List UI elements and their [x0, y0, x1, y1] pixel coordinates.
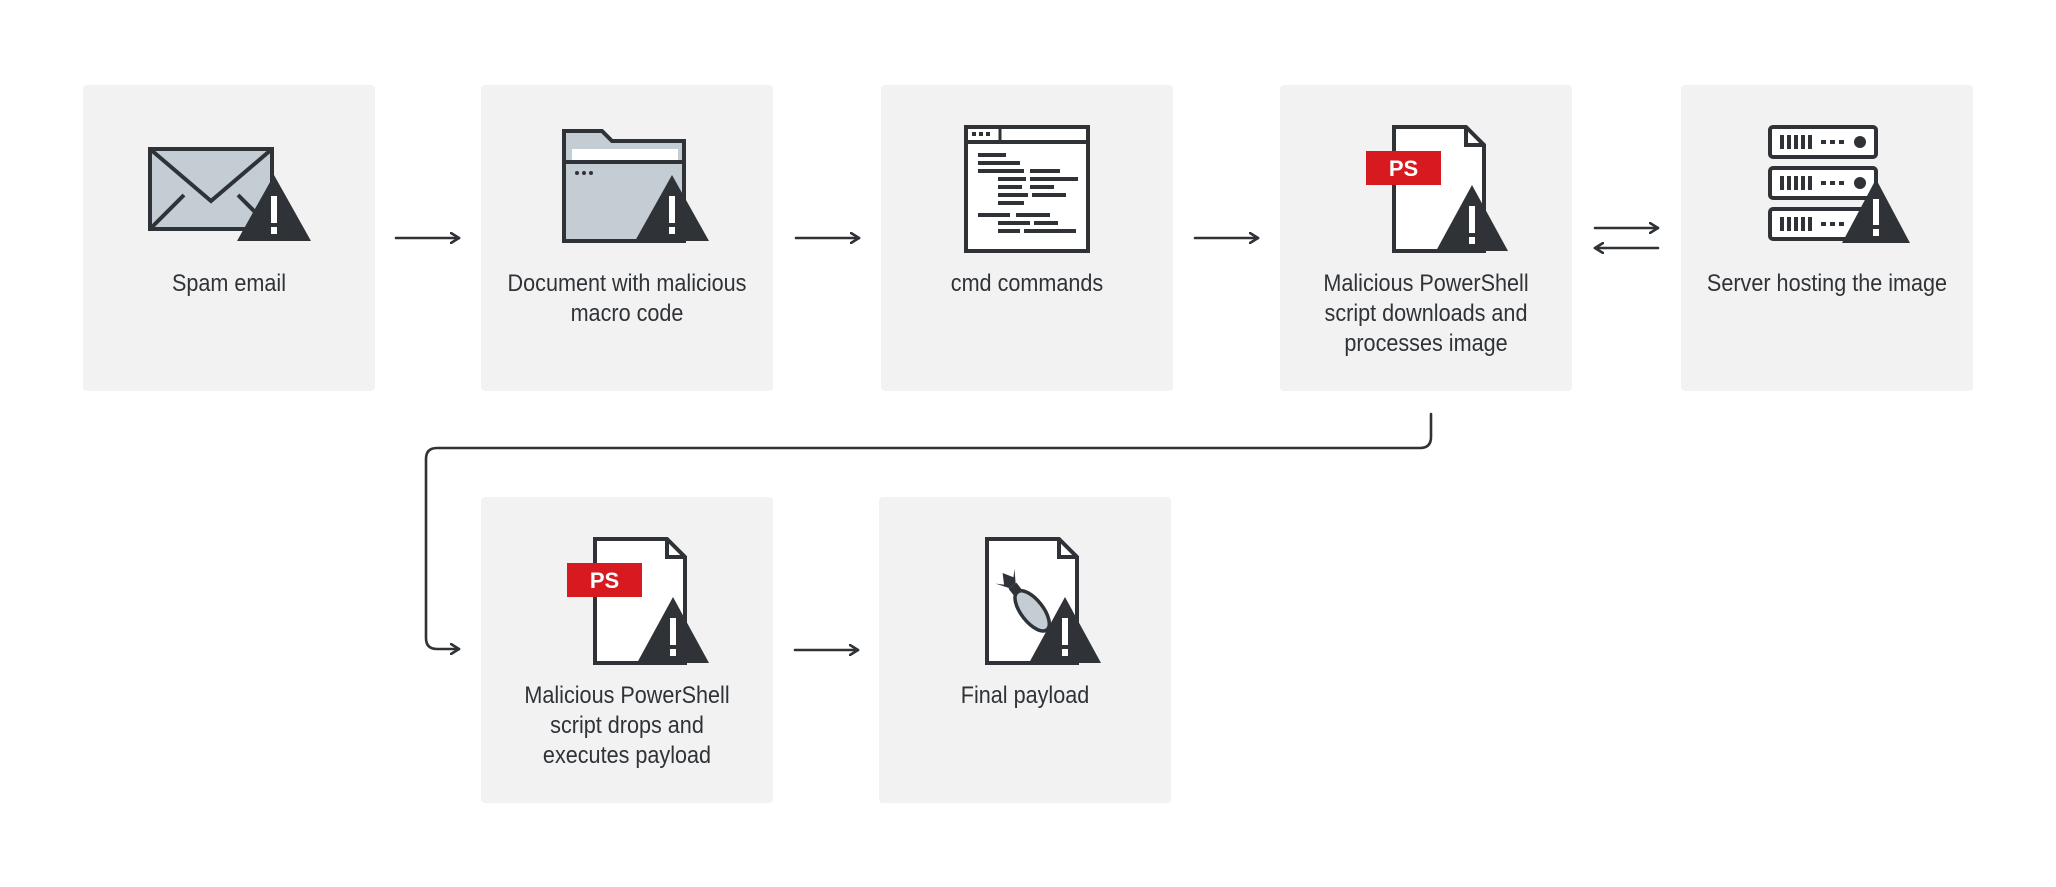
step-final-payload: Final payload [879, 497, 1171, 803]
step-powershell-download: PS Malicious PowerShell script downloads… [1280, 85, 1572, 391]
step-label: Spam email [171, 270, 287, 297]
step-spam-email: Spam email [83, 85, 375, 391]
step-label: Malicious PowerShell script drops and ex… [524, 682, 730, 769]
ps-badge: PS [1389, 156, 1418, 181]
step-document: Document with malicious macro code [481, 85, 773, 391]
powershell-file-warning-icon: PS [567, 537, 709, 665]
step-powershell-drop: PS Malicious PowerShell script drops and… [481, 497, 773, 803]
step-label: Malicious PowerShell script downloads an… [1323, 270, 1529, 357]
folder-warning-icon [562, 129, 709, 243]
step-label: Server hosting the image [1706, 270, 1948, 297]
powershell-file-warning-icon: PS [1366, 125, 1508, 253]
bomb-file-warning-icon [985, 537, 1101, 665]
terminal-window-icon [964, 125, 1090, 253]
step-label: Document with malicious macro code [507, 270, 747, 327]
envelope-warning-icon [148, 147, 311, 241]
ps-badge: PS [590, 568, 619, 593]
server-warning-icon [1768, 125, 1910, 243]
step-server: Server hosting the image [1681, 85, 1973, 391]
step-label: Final payload [960, 682, 1090, 709]
step-label: cmd commands [950, 270, 1104, 297]
step-cmd-commands: cmd commands [881, 85, 1173, 391]
